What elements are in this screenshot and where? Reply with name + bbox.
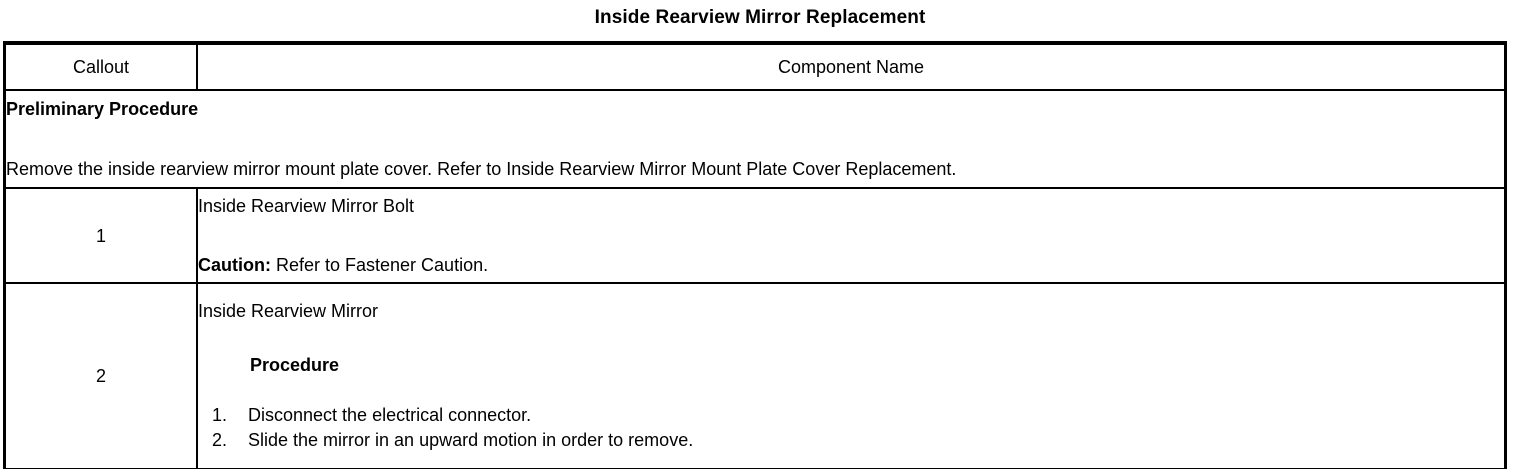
caution-note-1: Caution: Refer to Fastener Caution. <box>198 254 1504 276</box>
list-item: 2. Slide the mirror in an upward motion i… <box>198 428 1504 453</box>
step-number: 1. <box>212 404 228 425</box>
column-header-callout: Callout <box>6 45 198 91</box>
component-cell-1: Inside Rearview Mirror Bolt Caution: Ref… <box>196 187 1504 284</box>
callout-number-1: 1 <box>6 187 198 284</box>
preliminary-procedure-text: Remove the inside rearview mirror mount … <box>6 159 957 179</box>
component-cell-2: Inside Rearview Mirror Procedure 1. Disco… <box>196 282 1504 468</box>
preliminary-procedure-cell: Preliminary Procedure Remove the inside … <box>6 89 1504 189</box>
component-name-2: Inside Rearview Mirror <box>198 300 379 321</box>
step-text: Slide the mirror in an upward motion in … <box>248 429 694 450</box>
column-header-component-name: Component Name <box>196 45 1504 91</box>
caution-label: Caution: <box>198 255 271 275</box>
procedure-table: Callout Component Name Preliminary Proce… <box>6 45 1504 468</box>
procedure-steps-list: 1. Disconnect the electrical connector. 2… <box>198 403 1504 453</box>
table-header-row: Callout Component Name <box>6 45 1504 91</box>
caution-text: Refer to Fastener Caution. <box>270 255 489 275</box>
preliminary-procedure-row: Preliminary Procedure Remove the inside … <box>6 89 1504 189</box>
procedure-table-container: Callout Component Name Preliminary Proce… <box>3 41 1507 469</box>
callout-number-2: 2 <box>6 282 198 468</box>
table-row: 2 Inside Rearview Mirror Procedure 1. Dis… <box>6 282 1504 468</box>
list-item: 1. Disconnect the electrical connector. <box>198 403 1504 428</box>
step-text: Disconnect the electrical connector. <box>248 404 532 425</box>
component-name-1: Inside Rearview Mirror Bolt <box>198 196 415 216</box>
step-number: 2. <box>212 429 228 450</box>
procedure-heading: Procedure <box>250 354 340 375</box>
preliminary-procedure-heading: Preliminary Procedure <box>6 99 199 119</box>
page-title: Inside Rearview Mirror Replacement <box>594 7 926 28</box>
table-row: 1 Inside Rearview Mirror Bolt Caution: R… <box>6 187 1504 284</box>
